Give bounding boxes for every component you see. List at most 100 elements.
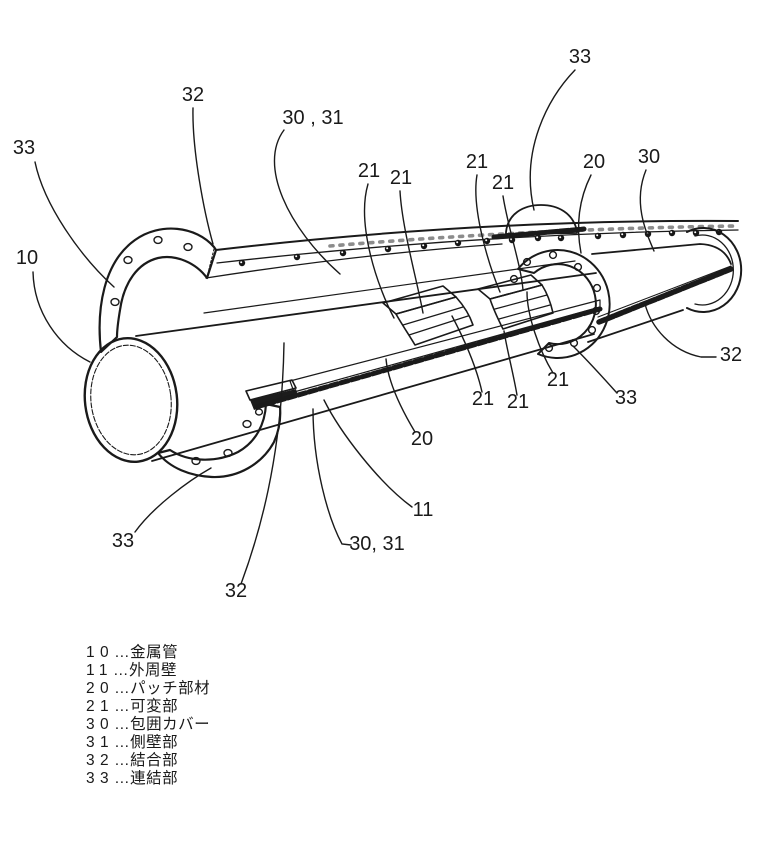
leader-33-bottomleft <box>134 467 212 533</box>
figure-label: 20 <box>411 428 433 450</box>
figure-label: 21 <box>507 391 529 413</box>
figure-label: 30 , 31 <box>282 107 343 129</box>
legend-item: 32…結合部 <box>86 752 210 770</box>
legend-item: 20…パッチ部材 <box>86 680 210 698</box>
ring-annulus <box>517 249 611 359</box>
leader-30-31-bottom <box>312 408 352 546</box>
legend-separator: … <box>114 716 131 733</box>
leader-21-f <box>503 330 518 396</box>
cover-top-edge <box>591 243 732 265</box>
legend-item-number: 10 <box>86 644 115 661</box>
figure-label: 32 <box>225 580 247 602</box>
leader-21-b <box>399 190 424 314</box>
legend-item-number: 31 <box>86 734 115 751</box>
upper-flange-band <box>98 227 218 354</box>
figure-label: 10 <box>16 247 38 269</box>
flange-bolt-holes <box>191 408 264 466</box>
leader-21-d <box>502 195 524 291</box>
figure-label: 33 <box>569 46 591 68</box>
flange-bolt-holes <box>110 235 193 307</box>
leader-lines <box>32 69 717 585</box>
legend-item-name: 結合部 <box>130 752 179 769</box>
leader-33-top <box>529 69 576 211</box>
cover-end-ring-outer <box>686 227 743 313</box>
legend-item-name: 側壁部 <box>130 734 179 751</box>
leader-21-g <box>451 315 483 393</box>
rail-top-line <box>215 219 739 251</box>
legend-item-name: 金属管 <box>130 644 179 661</box>
figure-label: 30 <box>638 146 660 168</box>
cover-flange-ring <box>509 249 611 359</box>
legend-separator: … <box>114 644 131 661</box>
figure-label: 11 <box>413 499 434 521</box>
legend-item-name: 可変部 <box>130 698 179 715</box>
dome-outline <box>505 204 578 235</box>
cover-seam-line <box>597 265 732 318</box>
patch-body <box>395 296 474 346</box>
legend-item-number: 33 <box>86 770 115 787</box>
patch-member-1 <box>382 285 474 346</box>
legend-item-number: 21 <box>86 698 115 715</box>
leader-32-bottom <box>240 342 285 585</box>
legend-item-number: 32 <box>86 752 115 769</box>
figure-label: 20 <box>583 151 605 173</box>
cover-seam-hatch <box>596 266 734 325</box>
flange-band-outline <box>98 227 218 354</box>
channel-hatch-band <box>253 306 603 410</box>
outer-cover <box>587 227 743 343</box>
leader-30-31-top <box>273 129 341 275</box>
pipe-bottom-edge <box>151 333 595 462</box>
pipe-end-inner-rim <box>90 344 172 456</box>
leader-21-e <box>526 291 554 374</box>
figure-label: 21 <box>492 172 514 194</box>
leader-20-bottom <box>385 358 416 433</box>
legend-item-number: 20 <box>86 680 115 697</box>
patch-rib <box>494 294 548 310</box>
rail-bottom-line <box>216 229 739 264</box>
legend-item: 30…包囲カバー <box>86 716 210 734</box>
patch-member-2 <box>477 274 554 330</box>
legend-item-name: 包囲カバー <box>130 716 211 733</box>
ring-bolt-holes <box>509 250 602 353</box>
end-connector-dome <box>491 204 587 240</box>
channel-end-face <box>245 379 297 401</box>
patch-body <box>489 284 554 330</box>
leader-21-a <box>363 183 395 319</box>
leader-21-c <box>475 174 501 293</box>
far-cover-edge <box>203 260 576 314</box>
patch-rib <box>402 306 464 326</box>
legend-separator: … <box>114 698 131 715</box>
figure-label: 33 <box>13 137 35 159</box>
leader-11 <box>323 399 413 508</box>
legend-item: 31…側壁部 <box>86 734 210 752</box>
leader-33-right <box>572 345 617 393</box>
legend-separator: … <box>114 752 131 769</box>
legend-item: 10…金属管 <box>86 644 210 662</box>
leader-32-topleft <box>192 107 214 245</box>
legend-separator: … <box>114 770 131 787</box>
leader-32-right <box>644 303 717 358</box>
top-flange-rail <box>205 219 739 279</box>
patch-rib <box>408 315 469 336</box>
figure-label: 21 <box>466 151 488 173</box>
figure-label: 32 <box>182 84 204 106</box>
legend-separator: … <box>114 734 131 751</box>
legend-item-name: 連結部 <box>130 770 179 787</box>
leader-33-left <box>34 161 115 288</box>
figure-label: 21 <box>390 167 412 189</box>
legend-item-name: 外周壁 <box>128 662 177 679</box>
figure-label: 33 <box>615 387 637 409</box>
figure-label: 33 <box>112 530 134 552</box>
flange-miter-line <box>206 248 215 278</box>
legend-item-number: 30 <box>86 716 115 733</box>
legend-separator: … <box>114 680 131 697</box>
pipe-end-ellipse <box>83 337 179 463</box>
rail-lower-edge <box>205 243 503 279</box>
coupling-channel <box>245 299 603 410</box>
legend-item: 33…連結部 <box>86 770 210 788</box>
figure-label: 21 <box>472 388 494 410</box>
flange-band-outline <box>156 402 282 479</box>
